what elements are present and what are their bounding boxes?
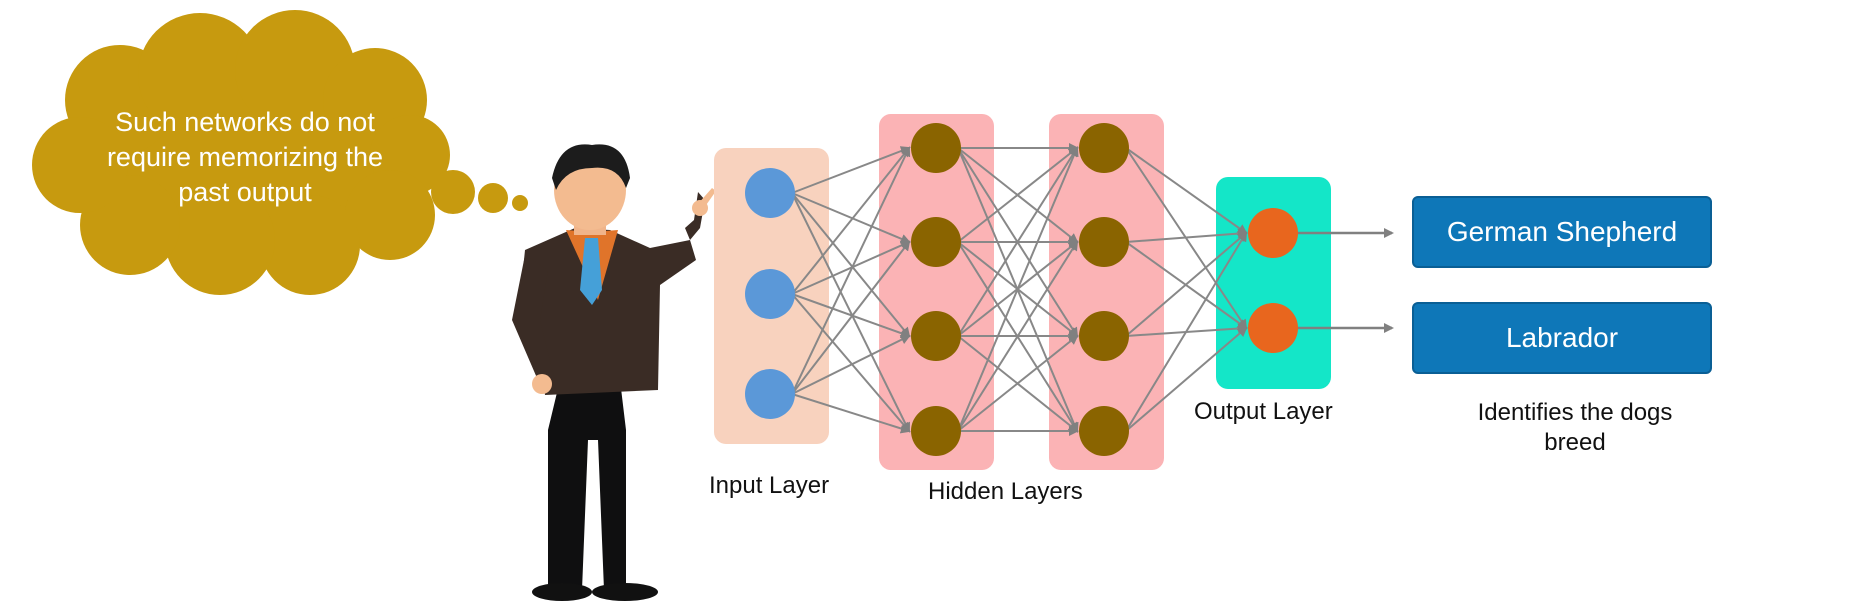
connection-input-1-to-hidden1-4 (791, 192, 910, 433)
connection-hidden1-4-to-hidden2-3 (957, 334, 1079, 432)
connection-input-2-to-hidden1-3 (791, 293, 911, 339)
presenter-figure (512, 144, 716, 601)
output-node-1 (1248, 208, 1298, 258)
connection-hidden1-4-to-hidden2-1 (957, 146, 1079, 432)
connection-hidden2-1-to-output-1 (1125, 147, 1248, 235)
hidden-layers-label: Hidden Layers (928, 478, 1083, 505)
connection-hidden2-3-to-output-1 (1125, 231, 1248, 337)
connection-input-2-to-hidden1-1 (791, 146, 911, 295)
output-layer-label: Output Layer (1194, 398, 1333, 425)
hidden-layer-2-panel (1049, 114, 1164, 470)
input-node-2 (745, 269, 795, 319)
german-shepherd-box: German Shepherd (1412, 196, 1712, 268)
thought-bubble (32, 10, 528, 295)
connection-input-3-to-hidden1-3 (791, 335, 911, 395)
connection-hidden1-2-to-hidden2-1 (957, 146, 1079, 243)
connection-hidden2-4-to-output-2 (1125, 326, 1248, 432)
hidden2-node-2 (1079, 217, 1129, 267)
hidden-layer-1-panel (879, 114, 994, 470)
hidden2-node-3 (1079, 311, 1129, 361)
connection-hidden1-3-to-hidden2-1 (957, 146, 1079, 337)
input-node-1 (745, 168, 795, 218)
hidden1-node-1 (911, 123, 961, 173)
thought-bubble-text: Such networks do not require memorizing … (106, 107, 384, 207)
connection-input-1-to-hidden1-2 (791, 192, 911, 244)
connection-hidden2-2-to-output-1 (1125, 228, 1248, 243)
connection-input-1-to-hidden1-3 (791, 192, 911, 338)
hidden2-node-1 (1079, 123, 1129, 173)
connection-input-3-to-hidden1-1 (791, 146, 911, 395)
connection-input-3-to-hidden1-2 (791, 240, 911, 395)
connection-input-1-to-hidden1-1 (791, 146, 911, 194)
identifies-breed-caption: Identifies the dogs breed (1477, 399, 1673, 456)
network-connections (791, 143, 1248, 436)
network-nodes (745, 123, 1298, 456)
connection-hidden2-4-to-output-1 (1125, 231, 1248, 432)
connection-input-2-to-hidden1-2 (791, 240, 911, 295)
hidden2-node-4 (1079, 406, 1129, 456)
output-node-2 (1248, 303, 1298, 353)
connection-input-2-to-hidden1-4 (791, 293, 911, 433)
hidden1-node-4 (911, 406, 961, 456)
hidden1-node-3 (911, 311, 961, 361)
connection-input-3-to-hidden1-4 (791, 393, 911, 434)
input-layer-label: Input Layer (709, 472, 830, 499)
input-node-3 (745, 369, 795, 419)
labrador-box: Labrador (1412, 302, 1712, 374)
connection-hidden1-4-to-hidden2-2 (957, 240, 1079, 432)
hidden1-node-2 (911, 217, 961, 267)
